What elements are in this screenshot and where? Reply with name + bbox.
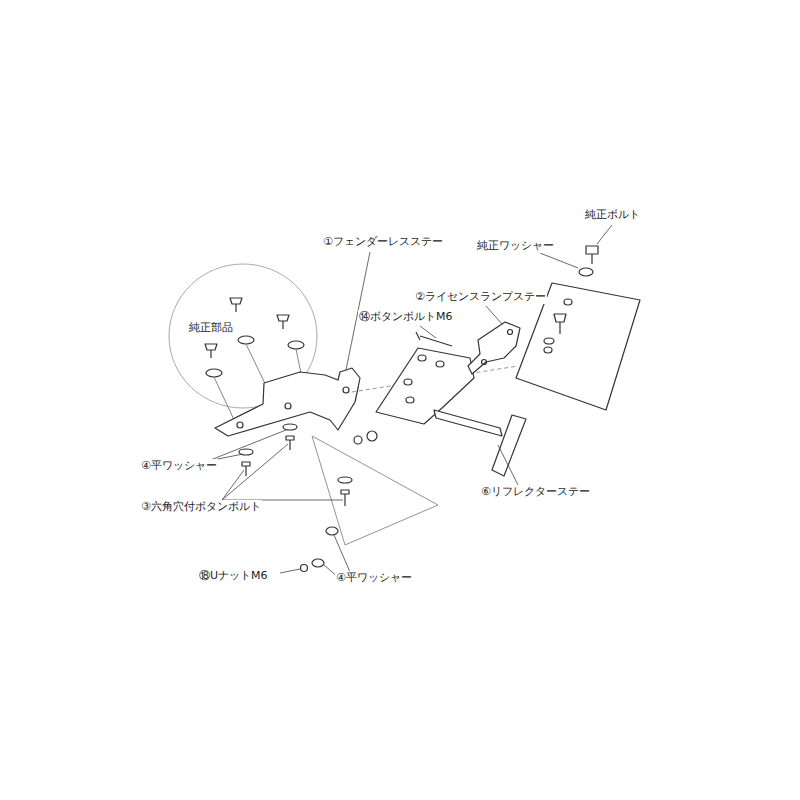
washer-bolt-symbols: [239, 424, 352, 506]
callout-label: ③六角穴付ボタンボルト: [140, 500, 262, 514]
callout-label: ④平ワッシャー: [335, 571, 413, 585]
callout-label: ②ライセンスランプステー: [414, 290, 547, 304]
grommet-symbols: [206, 336, 304, 377]
callout-label: ①フェンダーレスステー: [322, 235, 444, 249]
leader-line: [208, 225, 612, 577]
callout-label: ⑥リフレクターステー: [480, 485, 591, 499]
callout-label: 純正部品: [188, 321, 234, 335]
callout-label: ⑭ボタンボルトM6: [358, 310, 454, 324]
fender-stay: [215, 372, 358, 436]
lamp-stay: [468, 322, 520, 374]
callout-label: ④平ワッシャー: [140, 459, 218, 473]
callout-label: ⑱UナットM6: [198, 569, 269, 583]
callout-label: 純正ボルト: [584, 208, 641, 222]
guide-line: [312, 436, 438, 545]
bolt-symbol: [416, 332, 452, 346]
callout-label: 純正ワッシャー: [476, 239, 555, 253]
reflector-stay: [376, 348, 474, 424]
